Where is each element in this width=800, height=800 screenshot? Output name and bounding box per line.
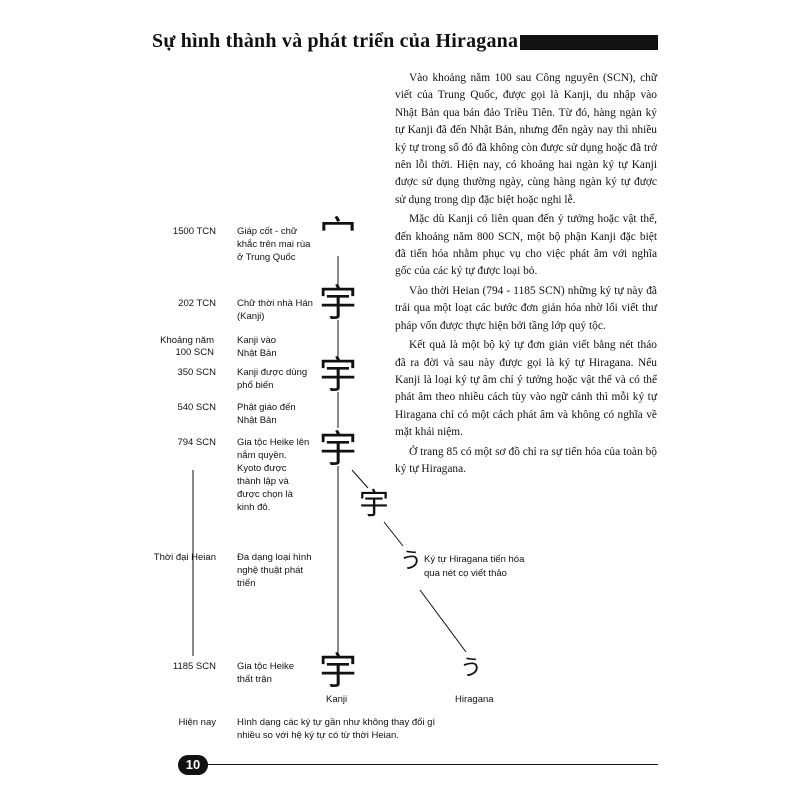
paragraph: Vào khoảng năm 100 sau Công nguyên (SCN)…	[395, 72, 657, 206]
page-number: 10	[178, 755, 208, 775]
timeline-description: Chữ thời nhà Hán (Kanji)	[237, 298, 313, 322]
kanji-character: 宇	[318, 427, 357, 471]
hiragana-label: Hiragana	[455, 694, 494, 705]
timeline-description: Kanji được dùng phổ biến	[237, 367, 308, 391]
paragraph: Vào thời Heian (794 - 1185 SCN) những ký…	[395, 284, 657, 332]
timeline-date: 350 SCN	[177, 367, 216, 378]
timeline-description: Gia tộc Heike thất trận	[237, 661, 295, 685]
paragraph: Ở trang 85 có một sơ đồ chỉ ra sự tiến h…	[395, 445, 657, 475]
timeline-date: Thời đại Heian	[153, 552, 216, 563]
kanji-character: 宇	[318, 353, 357, 397]
timeline-description: Gia tộc Heike lên nắm quyền. Kyoto được …	[237, 437, 310, 513]
timeline-date: 1185 SCN	[172, 661, 216, 672]
kanji-character: 宇	[318, 649, 357, 693]
timeline-date: Khoảng năm 100 SCN	[160, 335, 214, 358]
timeline-description: Đa dạng loại hình nghệ thuật phát triển	[237, 552, 312, 589]
footer-rule	[188, 764, 658, 765]
hiragana-character: う	[460, 656, 483, 681]
evolution-note: Ký tự Hiragana tiến hóa qua nét cọ viết …	[424, 554, 525, 579]
page-title: Sự hình thành và phát triển của Hiragana	[152, 30, 519, 52]
kanji-label: Kanji	[326, 694, 348, 705]
timeline-description: Kanji vào Nhật Bản	[237, 335, 277, 359]
cursive-character: う	[400, 549, 423, 574]
cursive-character: 宇	[359, 487, 389, 522]
title-bar-decoration	[520, 35, 658, 50]
timeline-date: 794 SCN	[177, 437, 216, 448]
timeline-date: 202 TCN	[178, 298, 216, 309]
timeline-date: 1500 TCN	[172, 226, 216, 237]
ancient-character: 宀	[318, 213, 357, 257]
paragraph: Kết quả là một bộ ký tự đơn giản viết bằ…	[395, 339, 657, 439]
timeline-description: Phật giáo đến Nhật Bản	[237, 402, 296, 426]
timeline-description: Giáp cốt - chữ khắc trên mai rùa ở Trung…	[237, 226, 311, 263]
paragraph: Mặc dù Kanji có liên quan đến ý tưởng ho…	[395, 213, 657, 278]
body-text: Vào khoảng năm 100 sau Công nguyên (SCN)…	[395, 70, 657, 480]
kanji-character: 宇	[318, 281, 357, 325]
timeline-description: Hình dạng các ký tự gần như không thay đ…	[237, 717, 436, 741]
timeline-date: 540 SCN	[177, 402, 216, 413]
timeline-date: Hiện nay	[178, 717, 217, 728]
